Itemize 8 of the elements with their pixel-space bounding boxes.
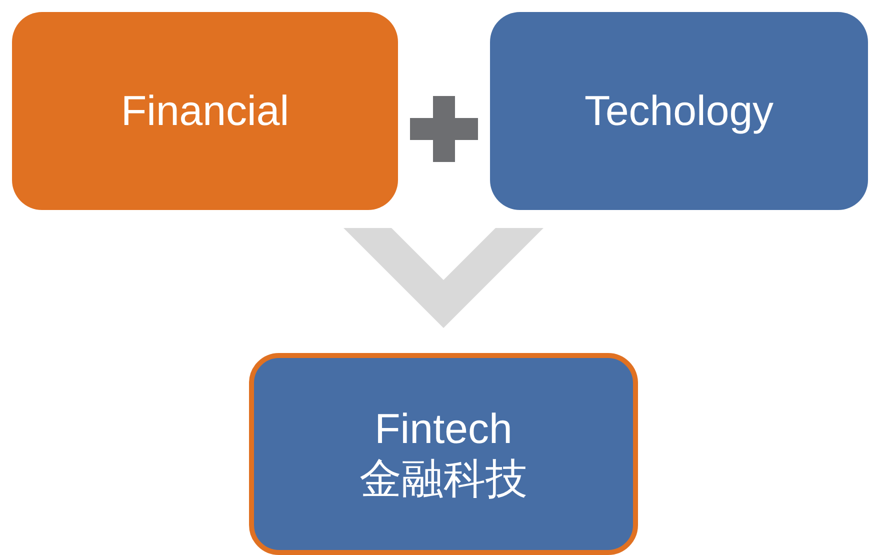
process-box: [12, 12, 398, 210]
box-label: Techology: [584, 86, 774, 136]
process-box: [490, 12, 868, 210]
box-label: Financial: [120, 86, 290, 136]
box-label: 金融科技: [360, 454, 528, 504]
process-box: [249, 353, 638, 555]
box-label: Fintech: [374, 404, 512, 454]
chevron-arrow: [344, 228, 544, 328]
